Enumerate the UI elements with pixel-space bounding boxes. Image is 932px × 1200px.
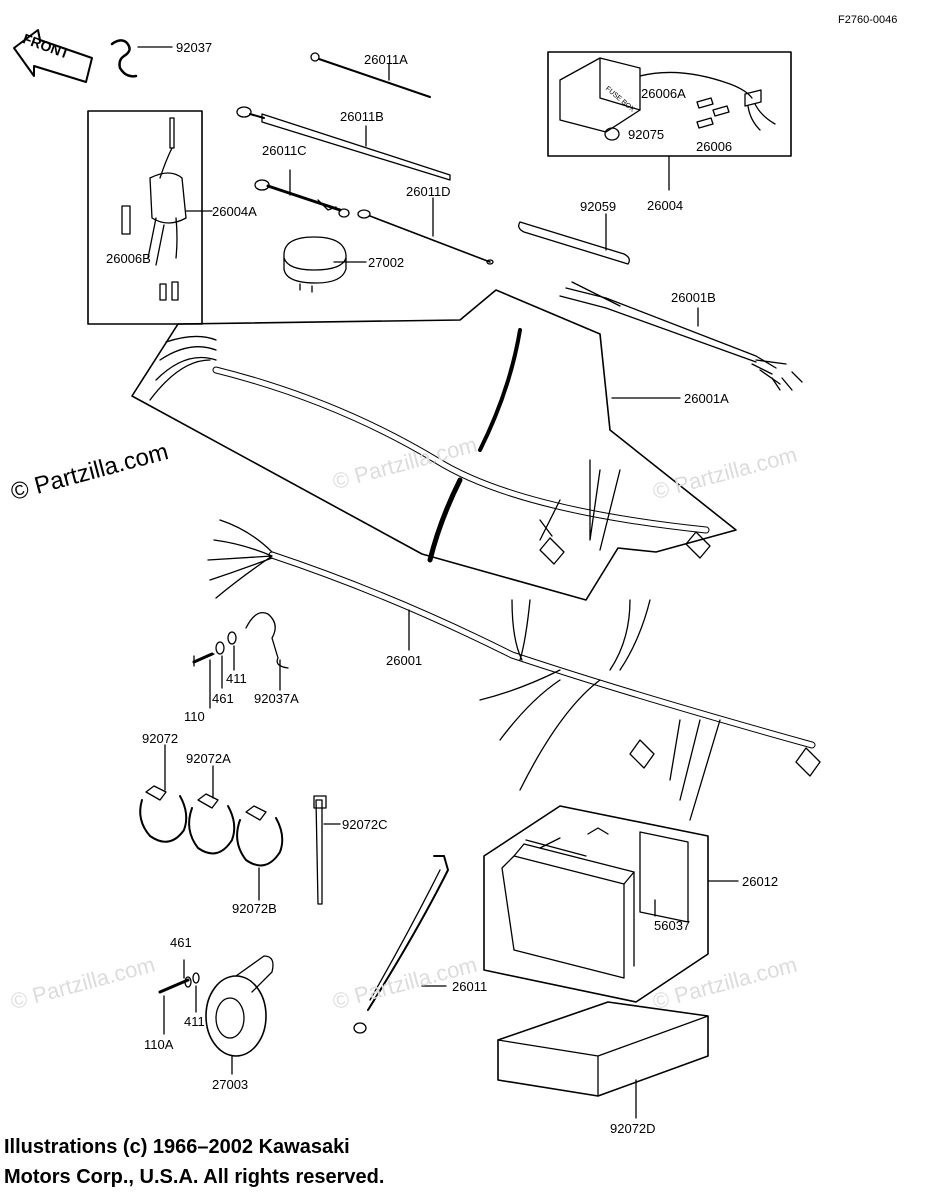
label-26011a: 26011A [364, 52, 408, 67]
label-26011: 26011 [452, 979, 488, 994]
tube-92059 [518, 213, 630, 265]
figure-code: F2760-0046 [838, 14, 898, 26]
label-26006b: 26006B [106, 251, 151, 266]
copyright-notice: Illustrations (c) 1966–2002 Kawasaki Mot… [4, 1132, 384, 1192]
cable-26011b [236, 106, 451, 181]
label-27003: 27003 [212, 1077, 249, 1092]
relay-27002 [283, 236, 367, 293]
label-26012: 26012 [742, 874, 779, 889]
label-92059: 92059 [580, 199, 617, 214]
label-92072b: 92072B [232, 901, 277, 916]
band-92072b [236, 805, 284, 901]
harness-26001b [559, 281, 803, 391]
label-56037: 56037 [654, 918, 691, 933]
label-110a: 110A [144, 1037, 174, 1052]
bolt-set-110 [192, 611, 289, 709]
harness-26001 [207, 519, 821, 821]
tie-92072c [313, 795, 341, 905]
band-92072 [139, 744, 188, 843]
label-92072a: 92072A [186, 751, 231, 766]
cable-26011d [357, 197, 494, 265]
clamp-92037 [110, 39, 173, 78]
cable-26011a [310, 52, 431, 98]
harness-26001a-frame [131, 289, 737, 601]
copyright-line-2: Motors Corp., U.S.A. All rights reserved… [4, 1166, 385, 1188]
label-26004: 26004 [647, 198, 684, 213]
horn-27003 [158, 955, 274, 1075]
label-26006a: 26006A [641, 86, 686, 101]
label-92037: 92037 [176, 40, 213, 55]
front-arrow-icon [13, 29, 93, 83]
label-26004a: 26004A [212, 204, 257, 219]
label-110: 110 [184, 709, 205, 724]
label-26001b: 26001B [671, 290, 716, 305]
cable-26011c [254, 169, 350, 218]
label-92072d: 92072D [610, 1121, 656, 1136]
label-26001: 26001 [386, 653, 423, 668]
label-92037a: 92037A [254, 691, 299, 706]
label-461-b: 461 [170, 935, 192, 950]
label-92072: 92072 [142, 731, 179, 746]
label-26011d: 26011D [406, 184, 451, 199]
label-27002: 27002 [368, 255, 405, 270]
band-92072a [188, 765, 236, 855]
label-26001a: 26001A [684, 391, 729, 406]
box-26004a [87, 110, 213, 325]
battery-26012 [483, 805, 739, 1003]
label-26006: 26006 [696, 139, 733, 154]
label-26011b: 26011B [340, 109, 384, 124]
box-26004 [547, 51, 792, 191]
label-92072c: 92072C [342, 817, 388, 832]
label-461-a: 461 [212, 691, 234, 706]
label-411-b: 411 [184, 1014, 205, 1029]
copyright-line-1: Illustrations (c) 1966–2002 Kawasaki [4, 1136, 350, 1158]
tray-92072d [497, 1001, 709, 1119]
label-92075: 92075 [628, 127, 665, 142]
cable-26011 [353, 855, 449, 1034]
label-411-a: 411 [226, 671, 247, 686]
label-26011c: 26011C [262, 143, 307, 158]
